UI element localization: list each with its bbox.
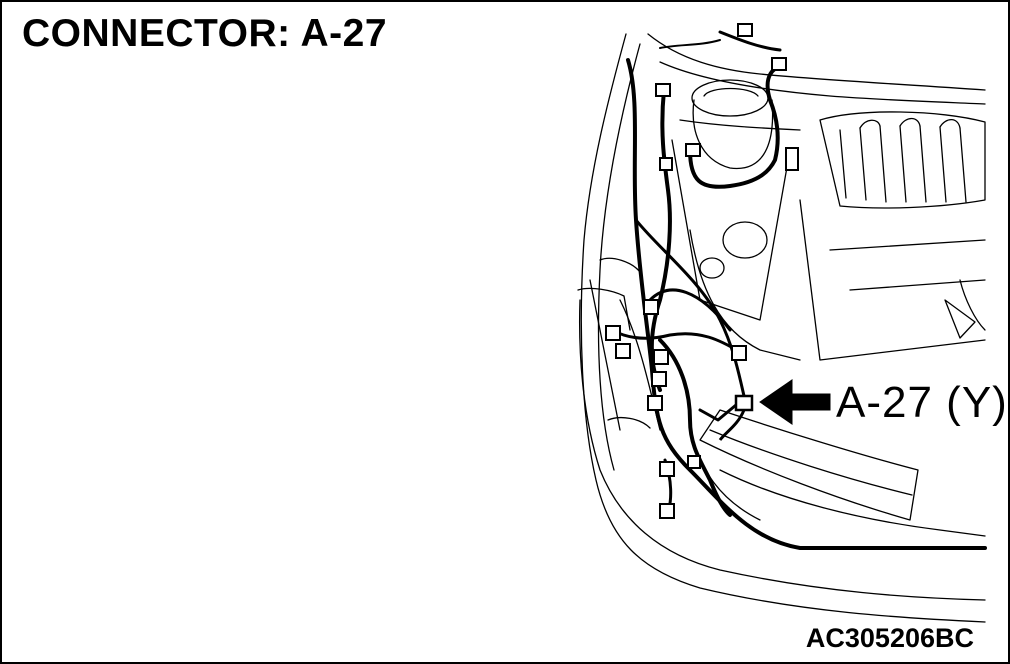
page-title: CONNECTOR: A-27	[22, 12, 388, 55]
connector	[647, 395, 663, 411]
connector	[687, 455, 701, 469]
connector	[651, 371, 667, 387]
connector-a27	[718, 394, 754, 441]
connector	[655, 83, 671, 97]
connector	[659, 503, 675, 519]
connector	[731, 345, 747, 361]
engine-bay-outline	[577, 33, 986, 623]
wiring-harness	[610, 30, 987, 550]
connector	[771, 57, 787, 71]
connector	[659, 157, 673, 171]
connector	[653, 349, 669, 365]
connector	[659, 461, 675, 477]
connector	[643, 299, 659, 315]
figure-code: AC305206BC	[805, 623, 974, 653]
harness-connectors	[605, 23, 799, 519]
connector	[605, 325, 621, 341]
connector	[737, 23, 753, 37]
connector	[685, 143, 701, 157]
connector	[785, 147, 799, 171]
arrow-pointer-icon	[759, 379, 831, 425]
connector-callout-label: A-27 (Y)	[836, 378, 1008, 427]
connector	[615, 343, 631, 359]
